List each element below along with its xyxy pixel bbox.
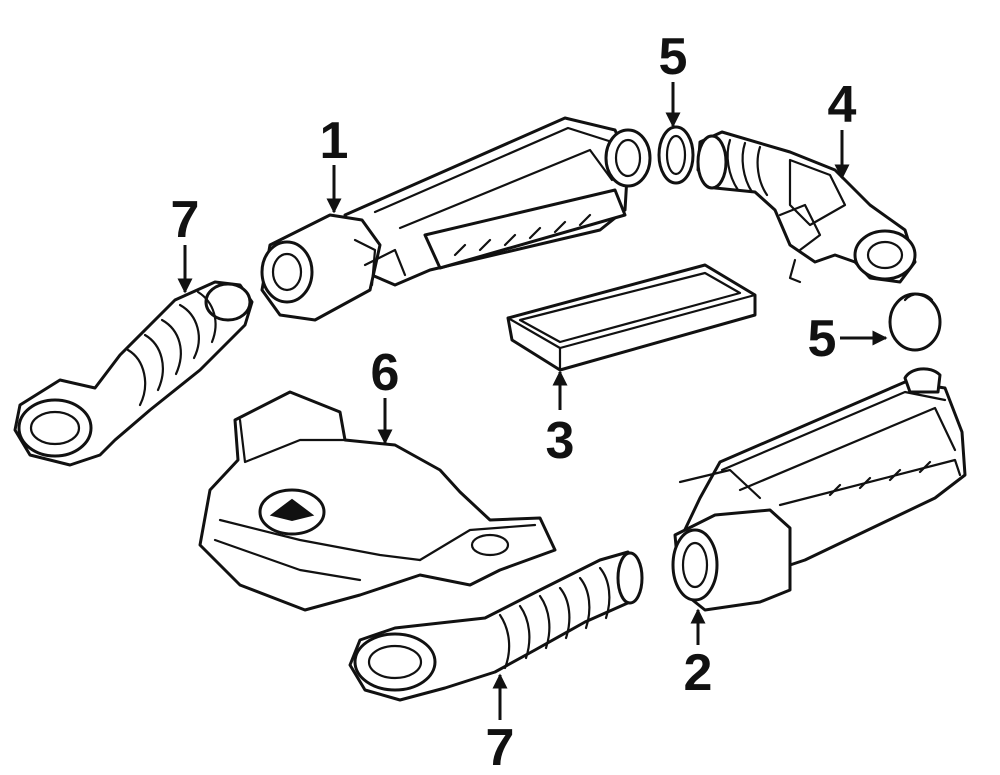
- callout-3: 3: [546, 412, 575, 470]
- callout-7b: 7: [486, 719, 515, 775]
- air-filter-element[interactable]: [506, 263, 757, 372]
- engine-cover[interactable]: [198, 390, 557, 612]
- callout-4: 4: [828, 76, 857, 134]
- intake-hose[interactable]: [696, 130, 917, 284]
- callout-7a: 7: [171, 191, 200, 249]
- intake-duct-left[interactable]: [13, 280, 254, 467]
- air-cleaner-housing-upper[interactable]: [260, 116, 652, 322]
- callout-6: 6: [371, 344, 400, 402]
- callout-1: 1: [320, 112, 349, 170]
- intake-duct-bottom[interactable]: [348, 550, 644, 702]
- leader-lines: [177, 82, 888, 720]
- callout-labels: 1 2 3 4 5 5 6 7 7: [171, 28, 857, 775]
- air-cleaner-housing-lower[interactable]: [671, 367, 967, 612]
- clamp-upper[interactable]: [657, 125, 695, 185]
- callout-5a: 5: [659, 28, 688, 86]
- callout-2: 2: [684, 644, 713, 702]
- callout-5b: 5: [808, 310, 837, 368]
- clamp-right[interactable]: [888, 292, 942, 352]
